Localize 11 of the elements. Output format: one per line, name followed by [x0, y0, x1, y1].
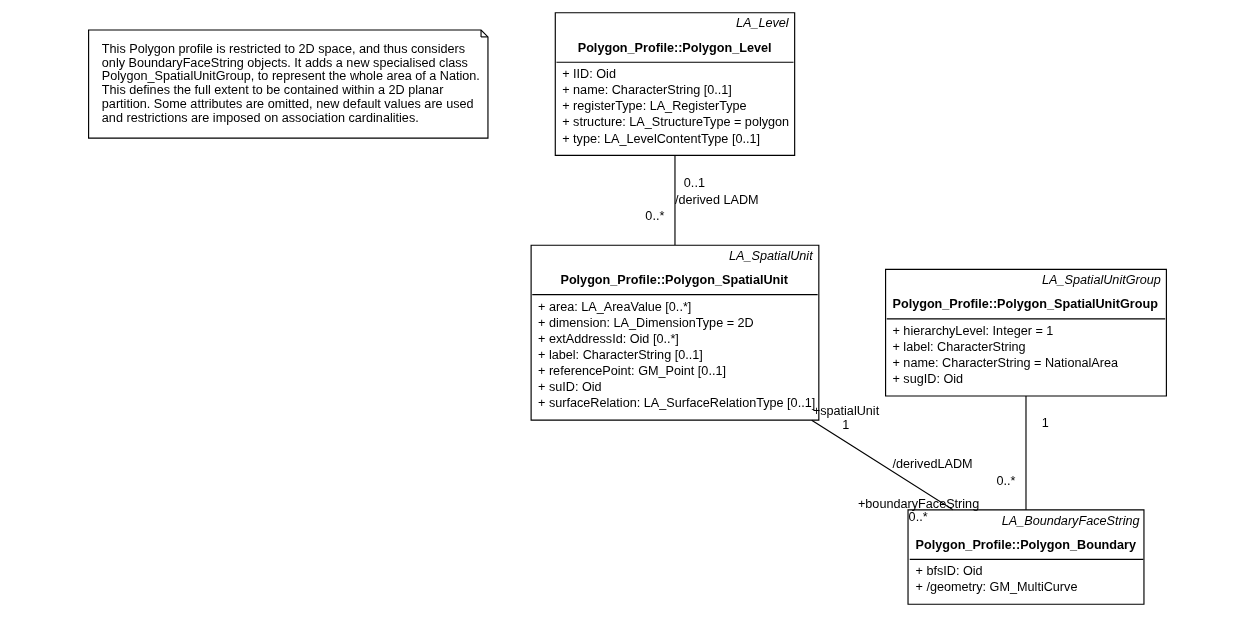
label: 0..* — [908, 510, 928, 525]
label: 0..1 — [683, 175, 705, 190]
edge-label: /derived LADM — [674, 192, 759, 207]
connector — [810, 419, 953, 511]
label: 1 — [841, 417, 849, 432]
label: 0..* — [644, 208, 664, 223]
connector — [1024, 395, 1027, 511]
label: 1 — [1041, 416, 1049, 431]
label: 0..* — [995, 473, 1015, 488]
connector — [673, 154, 676, 246]
edge-label: /derivedLADM — [891, 457, 973, 472]
